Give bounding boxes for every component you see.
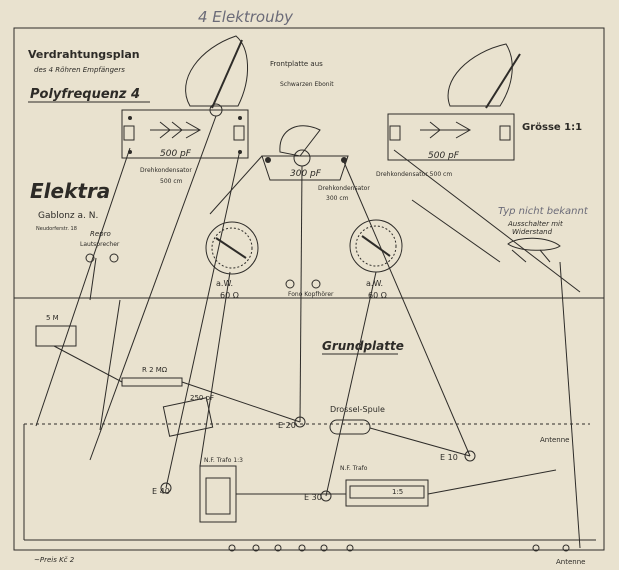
cap-mid-value: 300 pF <box>290 169 322 179</box>
socket-e20: E 20 <box>278 421 296 430</box>
coil-right-b: 60 Ω <box>368 291 387 300</box>
footer-antenna: Antenne <box>556 558 585 566</box>
title-line-2: des 4 Röhren Empfängers <box>34 66 125 74</box>
front-note-1: Frontplatte aus <box>270 60 323 68</box>
coil-left-a: a.W. <box>216 279 233 288</box>
pencil-note: 4 Elektrouby <box>198 8 294 26</box>
resistor-2m-label: R 2 MΩ <box>142 366 168 374</box>
switch-with-resistor <box>507 237 561 263</box>
coil-left: a.W. 60 Ω <box>205 221 259 300</box>
cap-left-sub: 500 cm <box>160 178 183 185</box>
transformer-left: N.F. Trafo 1:3 <box>199 457 243 523</box>
elektra-logo: Elektra Gablonz a. N. Neudorferstr. 18 <box>30 179 110 232</box>
diagram-frame <box>13 27 605 551</box>
repro-label-a: Repro <box>90 230 111 238</box>
title-line-1: Verdrahtungsplan <box>28 48 140 61</box>
cap-mid-name: Drehkondensator <box>318 185 370 192</box>
repro-label-b: Lautsprecher <box>80 241 120 248</box>
transformer-right-label: N.F. Trafo <box>340 465 368 472</box>
choke-coil-label: Drossel-Spule <box>330 405 385 414</box>
company-street: Neudorferstr. 18 <box>36 226 77 232</box>
socket-e10: E 10 <box>440 453 458 462</box>
resistor-5m-label: 5 M <box>46 314 59 322</box>
phones-label: Fono Kopfhörer <box>288 291 334 298</box>
transformer-left-label: N.F. Trafo 1:3 <box>204 457 243 464</box>
cap-left-name: Drehkondensator <box>140 167 192 174</box>
wiring-lines <box>23 115 596 549</box>
typ-note: Typ nicht bekannt <box>498 206 589 217</box>
switch-label-2: Widerstand <box>512 228 553 236</box>
front-note-2: Schwarzen Ebonit <box>280 81 334 88</box>
terminal-strip <box>228 544 570 552</box>
cap-left-value: 500 pF <box>160 149 192 159</box>
base-plate-label: Grundplatte <box>322 339 404 353</box>
scale-label: Grösse 1:1 <box>522 122 582 133</box>
title-line-3: Polyfrequenz 4 <box>30 87 140 102</box>
coil-right: a.W. 60 Ω <box>349 219 403 300</box>
variable-capacitor-left: 500 pF Drehkondensator 500 cm <box>121 35 249 185</box>
socket-e40: E 40 <box>152 487 170 496</box>
cap-right-value: 500 pF <box>428 151 460 161</box>
cap-right-name: Drehkondensator 500 cm <box>376 171 452 178</box>
choke-coil <box>329 419 371 435</box>
capacitor-250pf-label: 250 pF <box>190 394 214 402</box>
title-block: Verdrahtungsplan des 4 Röhren Empfängers… <box>28 48 150 103</box>
transformer-right: N.F. Trafo 1:5 <box>340 465 429 507</box>
switch-label-1: Ausschalter mit <box>507 220 563 228</box>
socket-e30: E 30 <box>304 493 322 502</box>
variable-capacitor-right: 500 pF Drehkondensator 500 cm <box>376 43 521 178</box>
resistor-5m <box>35 325 77 347</box>
antenna-right-label: Antenne <box>540 436 569 444</box>
transformer-right-ratio: 1:5 <box>392 488 403 496</box>
company-city: Gablonz a. N. <box>38 211 98 221</box>
resistor-2m <box>121 377 183 387</box>
company-name: Elektra <box>30 179 110 203</box>
coil-right-a: a.W. <box>366 279 383 288</box>
footer-price: ~Preis Kč 2 <box>34 556 75 564</box>
variable-capacitor-middle: 300 pF Drehkondensator 300 cm <box>261 125 370 202</box>
cap-mid-sub: 300 cm <box>326 195 349 202</box>
coil-left-b: 60 Ω <box>220 291 239 300</box>
